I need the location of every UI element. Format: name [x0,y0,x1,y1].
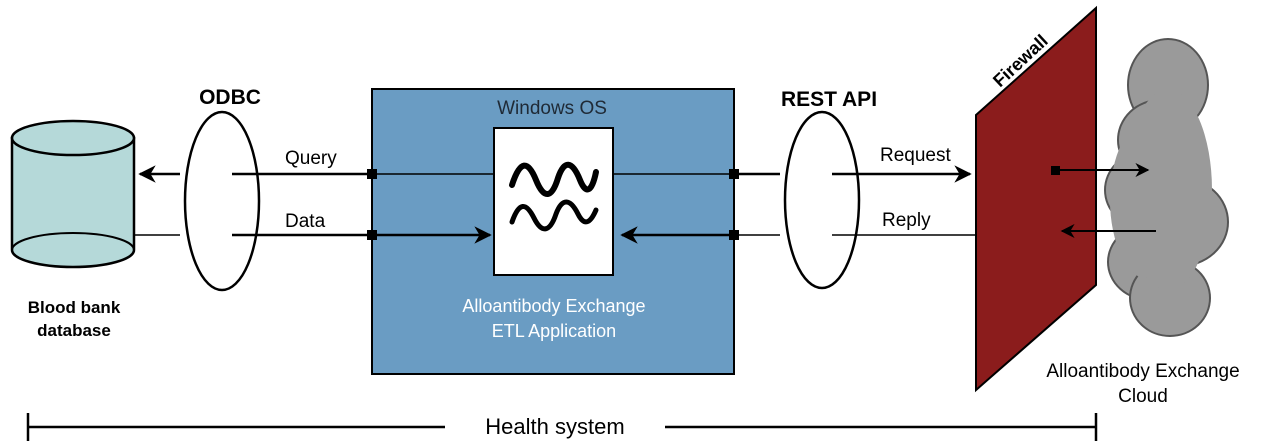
firewall-panel [975,5,1097,393]
database-top [10,119,136,157]
rest-api-label: REST API [781,88,877,111]
health-system-label: Health system [485,414,624,439]
database-cylinder-icon [10,119,136,269]
data-port [367,230,377,240]
data-flow [134,226,492,244]
etl-app-caption-line2: ETL Application [492,321,616,341]
request-label: Request [880,145,951,166]
database-inner-rim [11,232,135,251]
rest-api-connector-ring [783,110,861,290]
cloud-icon [1104,38,1229,337]
etl-wave-icon [509,161,599,232]
data-label: Data [285,211,326,232]
windows-os-title: Windows OS [497,98,607,119]
database-body [10,136,136,269]
request-flow [613,165,972,183]
odbc-connector-ring [183,110,261,292]
query-label: Query [285,148,337,169]
database-label-line2: database [37,321,111,340]
database-label-line1: Blood bank [28,298,121,317]
cloud-label-line1: Alloantibody Exchange [1046,361,1239,382]
etl-app-caption-line1: Alloantibody Exchange [462,296,645,316]
etl-application-box [493,127,614,276]
request-port [729,169,739,179]
cloud-traffic [1051,163,1156,238]
odbc-label: ODBC [199,86,261,109]
cloud-label-line2: Cloud [1118,386,1168,407]
health-system-scope [26,413,1098,441]
reply-port [729,230,739,240]
firewall-port [1051,166,1060,175]
reply-label: Reply [882,210,931,231]
query-flow [138,165,494,183]
query-port [367,169,377,179]
